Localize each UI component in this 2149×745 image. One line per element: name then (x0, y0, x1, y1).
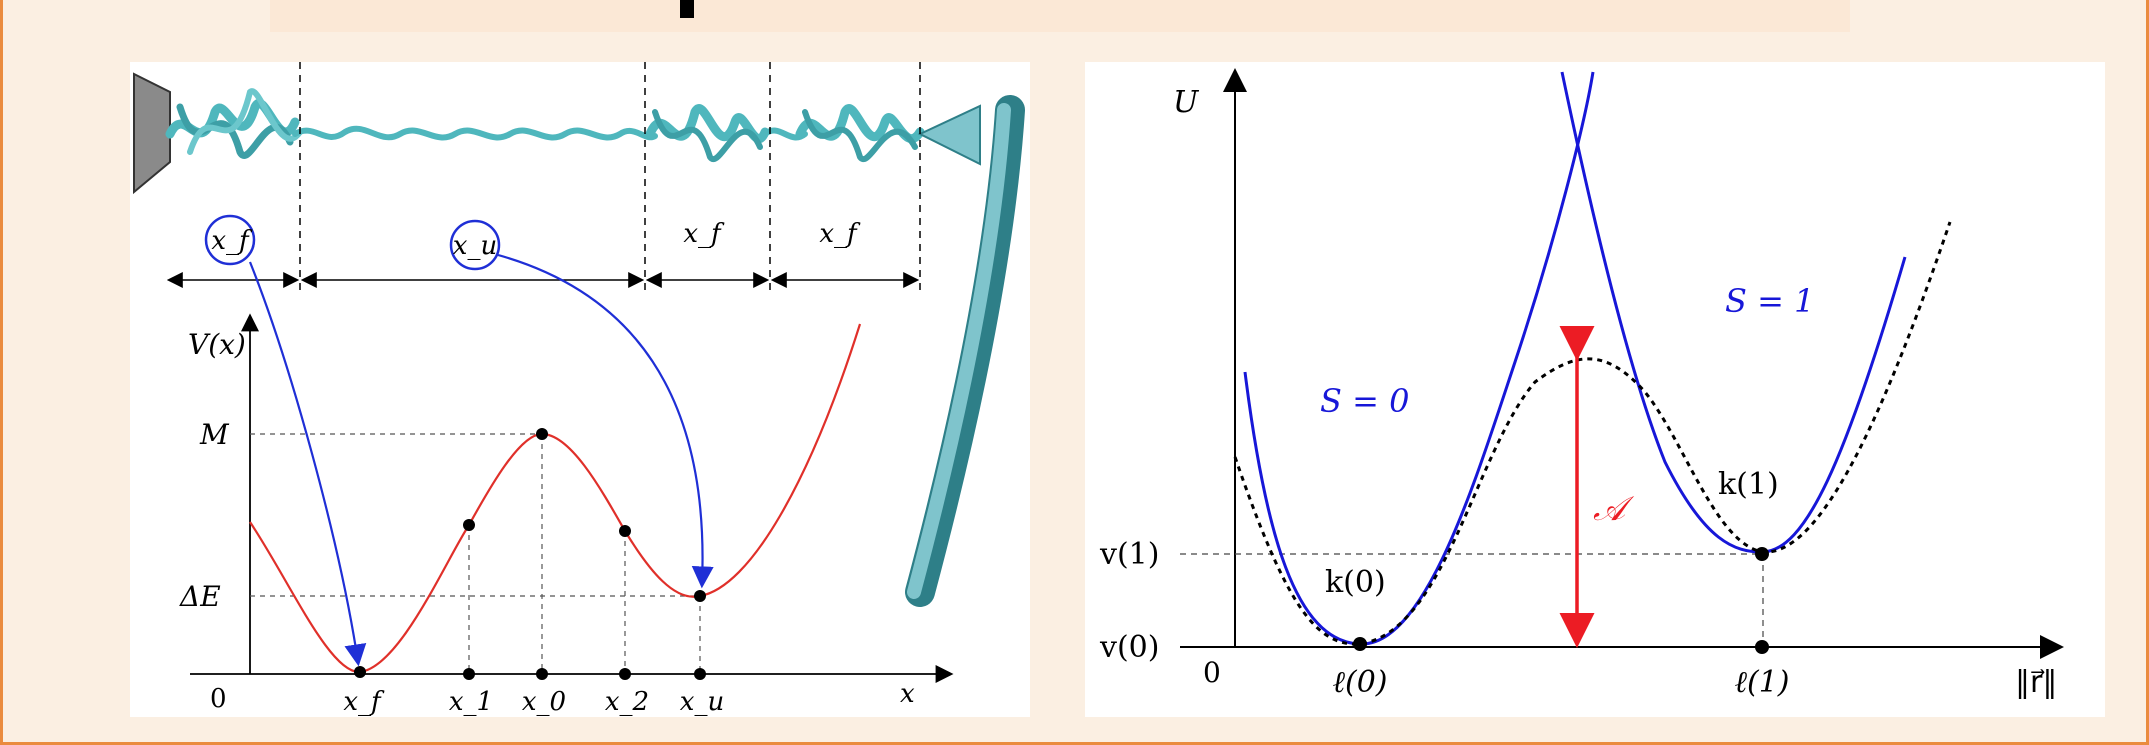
segment-label-circle (449, 219, 501, 271)
x-axis-label: x (900, 679, 915, 709)
segment-label-circle (204, 214, 256, 266)
state-0-parabola (1243, 71, 1595, 646)
origin-label: 0 (210, 684, 227, 714)
barrier-label: 𝒜 (1593, 489, 1635, 529)
y-tick-delta-e: ΔE (179, 580, 221, 613)
state-link-arrow (497, 253, 714, 589)
segment-label: x_f (819, 219, 861, 249)
segment-dividers (299, 62, 921, 292)
stiffness-label-0: k(0) (1325, 565, 1386, 600)
title-text-fragment (680, 0, 694, 18)
protein-chain-icon (165, 88, 925, 163)
level-label-1: v(1) (1099, 537, 1159, 572)
double-well-panel: U S = 0 S = 1 𝒜 k(0) k(1) v(1) v(0) 0 ℓ(… (1085, 62, 2105, 717)
state-1-parabola (1560, 71, 1907, 554)
state-label-1: S = 1 (1725, 282, 1814, 320)
right-guides (1180, 553, 1764, 647)
minima-points (1353, 547, 1769, 654)
segment-label: x_f (683, 219, 725, 249)
stiffness-label-1: k(1) (1718, 467, 1779, 502)
y-axis-label: V(x) (188, 328, 246, 361)
adiabatic-curve (1233, 221, 1952, 646)
x-tick-label: ℓ(0) (1333, 665, 1388, 700)
state-link-arrow (248, 261, 367, 667)
x-tick-label: x_u (680, 687, 724, 717)
x-tick-label: x_1 (449, 687, 493, 717)
x-tick-label: x_0 (522, 687, 566, 717)
x-tick-label: ℓ(1) (1735, 665, 1790, 700)
x-tick-label: x_f (343, 687, 385, 717)
segment-label: x_f (211, 226, 253, 256)
title-band (270, 0, 1850, 32)
state-label-0: S = 0 (1320, 382, 1409, 420)
y-axis-label: U (1173, 85, 1200, 120)
protein-unfolding-panel: x_f x_u x_f x_f V(x) M ΔE 0 x_f x_1 x_0 … (130, 62, 1030, 717)
potential-points (354, 428, 706, 680)
left-guides (250, 433, 701, 674)
x-axis-label: ‖r⃗‖ (2015, 665, 2057, 700)
potential-curve (249, 323, 862, 674)
surface-anchor-icon (133, 72, 171, 195)
y-tick-M: M (199, 418, 230, 451)
x-tick-label: x_2 (605, 687, 649, 717)
right-axes (1180, 68, 2064, 659)
segment-label: x_u (453, 231, 497, 261)
origin-label: 0 (1203, 656, 1221, 689)
afm-cantilever-icon (905, 95, 1025, 607)
left-axes (190, 313, 954, 683)
level-label-0: v(0) (1099, 630, 1159, 665)
